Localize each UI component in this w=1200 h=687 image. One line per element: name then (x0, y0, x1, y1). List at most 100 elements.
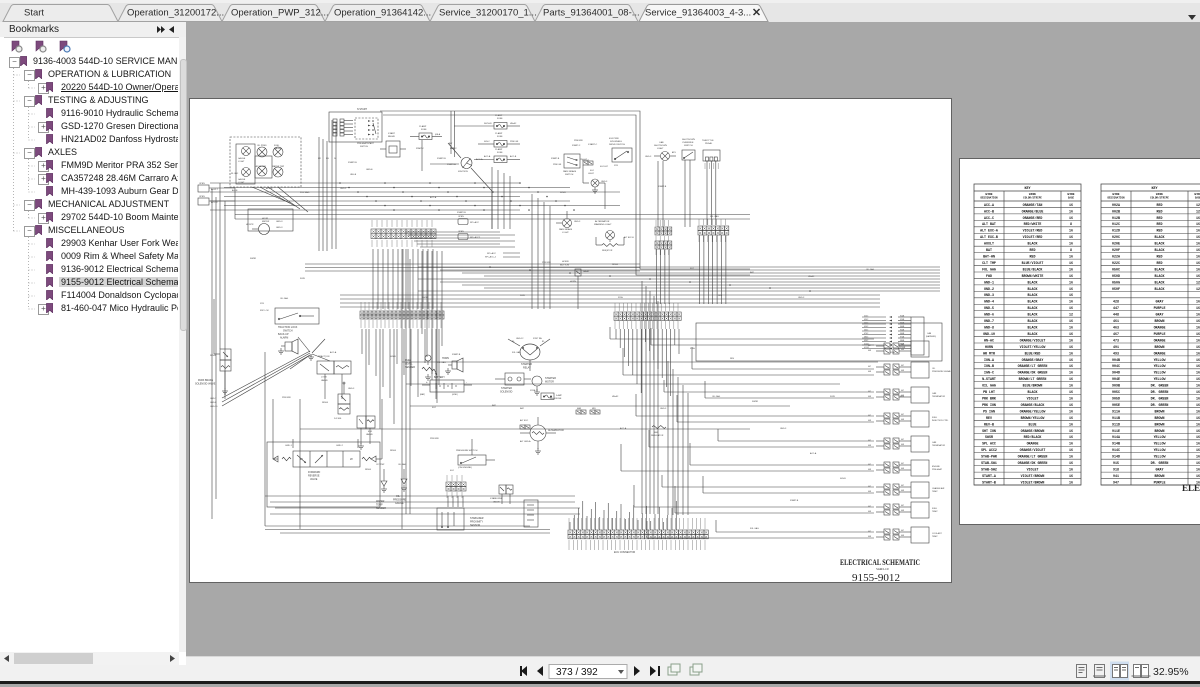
svg-text:PARK BRAKE: PARK BRAKE (198, 379, 214, 382)
svg-text:PURPLE: PURPLE (1154, 306, 1166, 310)
svg-text:BLACK: BLACK (1028, 280, 1038, 284)
svg-text:16: 16 (1196, 467, 1200, 471)
svg-text:REV: REV (986, 416, 992, 420)
svg-text:STABILIZER: STABILIZER (470, 517, 484, 520)
svg-text:16: 16 (1069, 416, 1073, 420)
svg-text:16: 16 (1196, 274, 1200, 278)
svg-text:FUEL: FUEL (932, 508, 938, 510)
svg-text:FUL GAG: FUL GAG (750, 527, 759, 530)
svg-text:16: 16 (1196, 455, 1200, 459)
svg-text:BLACK: BLACK (1028, 332, 1038, 336)
svg-text:905E: 905E (1112, 403, 1120, 407)
svg-text:447: 447 (901, 414, 904, 416)
svg-text:-: - (466, 380, 467, 384)
svg-text:FUSE: FUSE (497, 136, 503, 138)
svg-text:VIOLET/RED: VIOLET/RED (1023, 235, 1043, 239)
svg-text:050G: 050G (1112, 280, 1120, 284)
svg-text:FUSE: FUSE (556, 398, 562, 400)
svg-text:428: 428 (1113, 300, 1119, 304)
svg-text:GND-8: GND-8 (984, 325, 994, 329)
svg-text:WIRE: WIRE (1029, 193, 1036, 196)
svg-text:HR MTR: HR MTR (983, 351, 995, 355)
svg-text:16: 16 (1196, 229, 1200, 233)
svg-text:ORANGE/VIOLET: ORANGE/VIOLET (1020, 448, 1046, 452)
svg-text:GND-12: GND-12 (516, 338, 524, 340)
svg-text:85: 85 (542, 341, 545, 343)
svg-text:D-1306: D-1306 (334, 418, 342, 420)
svg-text:16: 16 (1196, 306, 1200, 310)
svg-text:REGULATOR: REGULATOR (651, 434, 664, 437)
svg-text:SWSR: SWSR (752, 401, 759, 403)
svg-text:OPEN: OPEN (458, 216, 464, 218)
svg-text:16: 16 (1196, 461, 1200, 465)
svg-text:BAT: BAT (750, 271, 755, 274)
svg-text:SENSOR: SENSOR (470, 524, 480, 527)
svg-text:RED: RED (1157, 222, 1163, 226)
svg-text:447: 447 (901, 505, 904, 507)
svg-text:LIGHT: LIGHT (657, 148, 664, 150)
svg-text:SPL ACC2: SPL ACC2 (981, 448, 997, 452)
svg-text:GAUGE: GAUGE (274, 147, 282, 150)
svg-text:030C: 030C (864, 319, 869, 321)
svg-text:GND-8: GND-8 (210, 402, 217, 404)
svg-text:OIL GAG: OIL GAG (866, 268, 875, 271)
svg-text:Service_31200170_1...: Service_31200170_1... (439, 8, 537, 19)
svg-text:493: 493 (1113, 351, 1119, 355)
svg-text:(0B-A: (0B-A (435, 133, 441, 136)
svg-text:MR: MR (318, 158, 321, 160)
svg-text:ECU CONNECTOR: ECU CONNECTOR (614, 551, 635, 554)
svg-text:050C: 050C (864, 326, 869, 328)
svg-text:STARTER: STARTER (521, 363, 532, 366)
svg-text:BLACK: BLACK (1155, 274, 1165, 278)
svg-text:16: 16 (1196, 358, 1200, 362)
svg-text:IGN-B: IGN-B (560, 192, 566, 194)
svg-text:050F: 050F (1112, 287, 1120, 291)
svg-text:GND-3: GND-3 (660, 408, 667, 410)
svg-text:FUEL: FUEL (274, 145, 280, 147)
svg-text:PB LHT: PB LHT (983, 390, 995, 394)
svg-text:GAGE: GAGE (1068, 197, 1075, 200)
svg-text:974B: 974B (900, 336, 905, 338)
svg-text:SPL-ACC: SPL-ACC (487, 252, 497, 255)
svg-text:924B: 924B (900, 319, 905, 321)
svg-text:BLUE/VIOLET: BLUE/VIOLET (1022, 261, 1044, 265)
svg-text:SHUTDOWN: SHUTDOWN (654, 145, 667, 147)
svg-text:918: 918 (1113, 467, 1119, 471)
svg-text:BROWN/LT GREEN: BROWN/LT GREEN (1019, 377, 1047, 381)
svg-text:GND-2: GND-2 (984, 287, 994, 291)
svg-text:448: 448 (901, 349, 904, 351)
svg-text:ACC-A: ACC-A (984, 203, 994, 207)
svg-text:Operation_31200172...: Operation_31200172... (127, 8, 224, 19)
svg-text:16: 16 (1069, 390, 1073, 394)
svg-text:15 AMP: 15 AMP (495, 114, 503, 117)
svg-text:SHUTDOWN: SHUTDOWN (682, 139, 695, 141)
svg-text:REV-B: REV-B (322, 402, 329, 404)
svg-text:16: 16 (1196, 384, 1200, 388)
svg-text:PARK BRAKE: PARK BRAKE (563, 170, 577, 173)
svg-text:START-B: START-B (348, 161, 357, 164)
svg-text:012D: 012D (1112, 229, 1120, 233)
svg-text:16: 16 (1196, 235, 1200, 239)
svg-text:WIRE: WIRE (985, 193, 992, 196)
svg-text:ACC-E: ACC-E (266, 187, 273, 190)
svg-text:491: 491 (1113, 345, 1119, 349)
svg-text:IGN-B: IGN-B (984, 364, 994, 368)
svg-text:VALVE: VALVE (310, 478, 318, 481)
svg-text:ALTERNATOR: ALTERNATOR (595, 220, 610, 223)
svg-text:16: 16 (1069, 377, 1073, 381)
svg-text:YELLOW: YELLOW (1154, 364, 1166, 368)
svg-text:OPEN: OPEN (199, 183, 205, 185)
svg-text:VIOLET: VIOLET (1027, 396, 1039, 400)
svg-text:PRK IGN: PRK IGN (982, 403, 996, 407)
svg-text:040C: 040C (864, 322, 869, 324)
svg-text:BLACK: BLACK (1155, 248, 1165, 252)
svg-text:904B: 904B (1112, 358, 1120, 362)
svg-text:HORN: HORN (562, 261, 569, 263)
svg-text:448: 448 (868, 491, 871, 493)
svg-text:ORANGE/BLUE: ORANGE/BLUE (1022, 209, 1044, 213)
svg-text:YELLOW: YELLOW (1154, 435, 1166, 439)
svg-text:HR MTR: HR MTR (246, 224, 254, 226)
svg-text:BROWN: BROWN (1155, 345, 1165, 349)
svg-text:447: 447 (901, 344, 904, 346)
svg-text:FUL GAG: FUL GAG (437, 361, 446, 364)
